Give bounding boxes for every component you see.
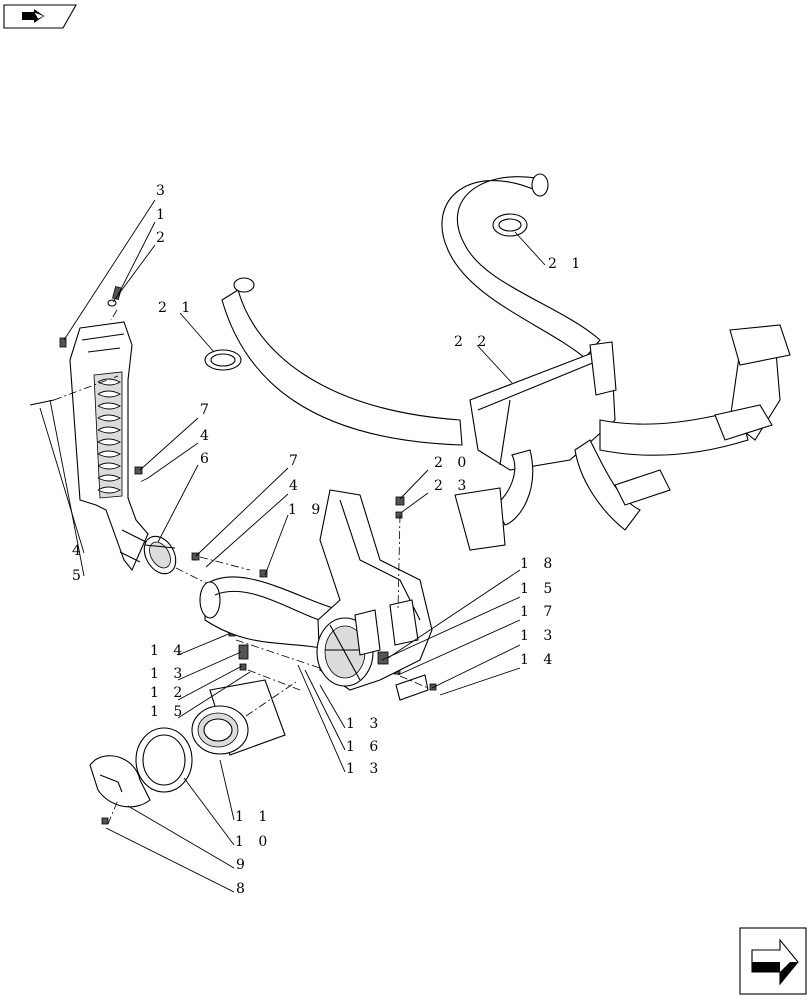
callout-4-center: 4 bbox=[289, 478, 303, 494]
callout-6: 6 bbox=[200, 451, 214, 467]
callout-16: 1 6 bbox=[346, 739, 383, 755]
callout-7-center: 7 bbox=[289, 453, 303, 469]
callout-14-right: 1 4 bbox=[520, 652, 557, 668]
leader-lines bbox=[39, 199, 546, 893]
callout-8: 8 bbox=[236, 881, 250, 897]
assembly-axes bbox=[53, 309, 429, 825]
callout-13-left: 1 3 bbox=[150, 666, 187, 682]
callout-3: 3 bbox=[156, 183, 170, 199]
callout-4-left: 4 bbox=[200, 428, 214, 444]
callout-10: 1 0 bbox=[235, 834, 272, 850]
exhaust-gaskets bbox=[204, 213, 528, 371]
callout-19: 1 9 bbox=[288, 502, 325, 518]
callout-14-left: 1 4 bbox=[150, 643, 187, 659]
callout-23: 2 3 bbox=[434, 478, 471, 494]
callout-5: 5 bbox=[72, 568, 86, 584]
callout-18: 1 8 bbox=[520, 556, 557, 572]
intake-duct-with-grille bbox=[59, 321, 153, 572]
callout-4-bottom: 4 bbox=[72, 543, 86, 559]
callout-22: 2 2 bbox=[454, 334, 491, 350]
callout-12: 1 2 bbox=[150, 685, 187, 701]
callout-21-left: 2 1 bbox=[158, 300, 195, 316]
callout-labels: 3 1 2 2 1 2 1 2 2 7 4 6 7 4 1 9 2 0 2 3 … bbox=[72, 183, 585, 897]
callout-13-right: 1 3 bbox=[520, 628, 557, 644]
callout-11: 1 1 bbox=[235, 809, 272, 825]
callout-13-center-b: 1 3 bbox=[346, 761, 383, 777]
callout-1: 1 bbox=[156, 207, 170, 223]
callout-13-center-a: 1 3 bbox=[346, 716, 383, 732]
callout-15-left: 1 5 bbox=[150, 704, 187, 720]
air-cleaner-housing bbox=[316, 489, 433, 701]
hose-clamp bbox=[143, 535, 177, 575]
callout-15-right: 1 5 bbox=[520, 581, 557, 597]
callout-21-right: 2 1 bbox=[548, 256, 585, 272]
callout-17: 1 7 bbox=[520, 604, 557, 620]
callout-20: 2 0 bbox=[434, 455, 471, 471]
exhaust-pipe-system bbox=[221, 173, 791, 551]
nav-arrow-icon[interactable] bbox=[3, 4, 77, 29]
callout-7-left: 7 bbox=[200, 402, 214, 418]
cover-plate bbox=[89, 755, 151, 808]
next-page-arrow-icon[interactable] bbox=[739, 927, 807, 995]
callout-9: 9 bbox=[236, 857, 250, 873]
filter-element bbox=[191, 679, 286, 756]
gasket-ring bbox=[135, 727, 193, 793]
callout-2: 2 bbox=[156, 230, 170, 246]
